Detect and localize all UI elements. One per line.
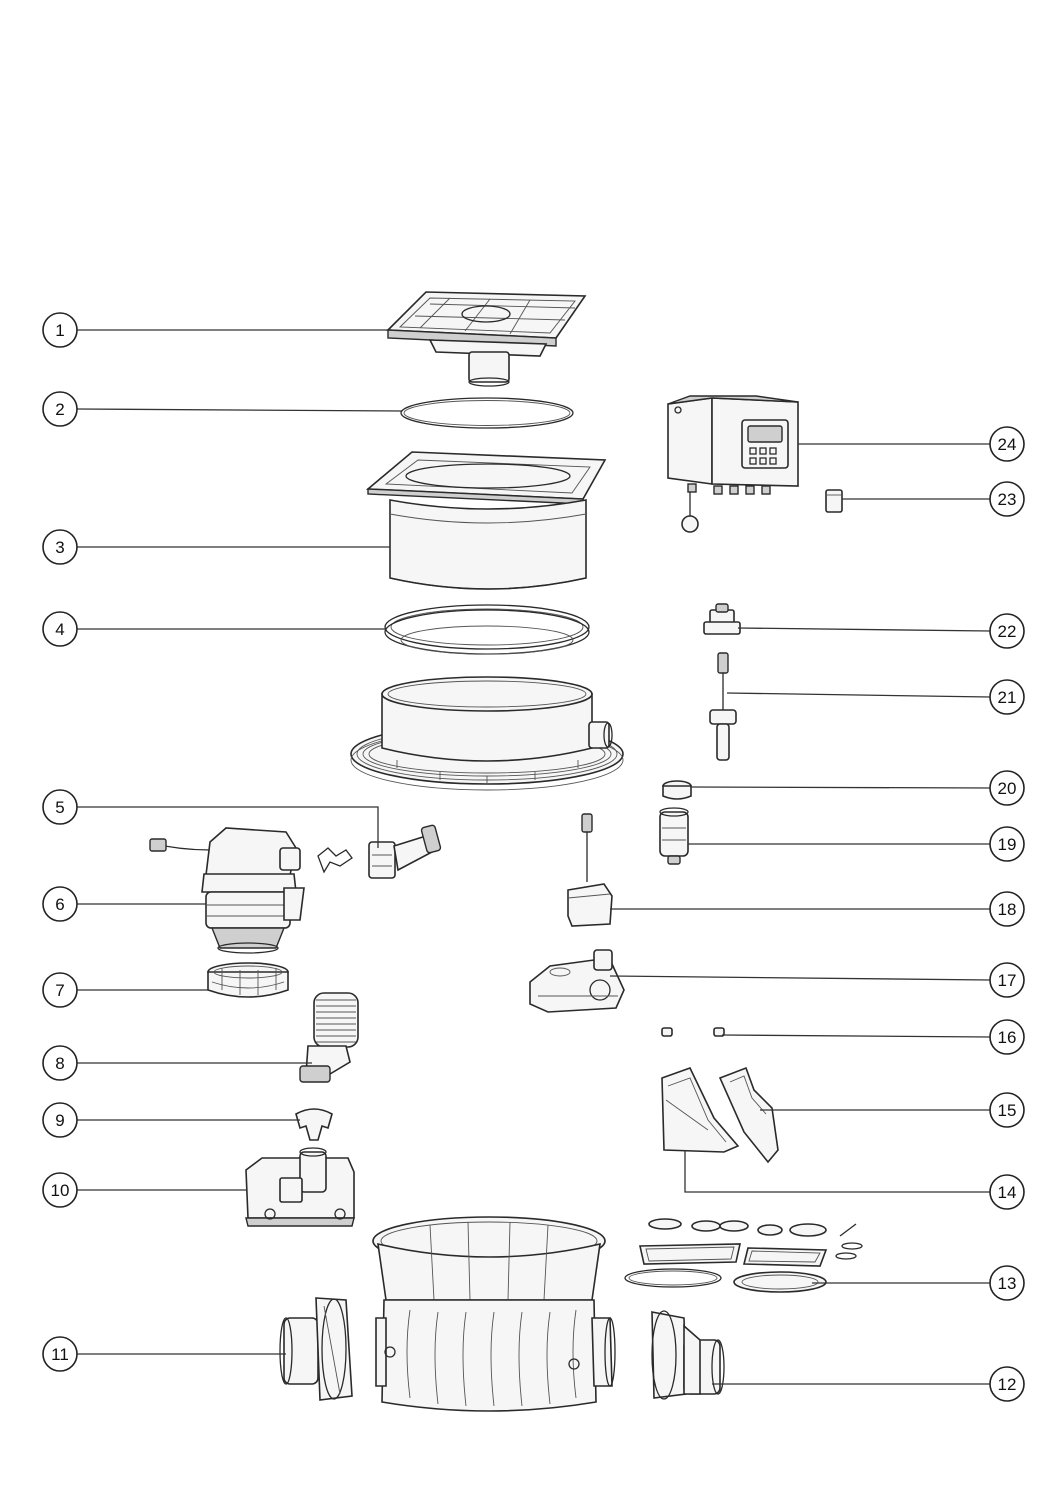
part-inlet-pipe-right: [651, 1310, 725, 1400]
part-flap-housing: [661, 1067, 740, 1153]
part-level-sensor: [567, 813, 613, 927]
svg-text:13: 13: [998, 1274, 1017, 1293]
svg-text:5: 5: [55, 798, 64, 817]
callout-2: 2: [42, 391, 78, 427]
svg-text:10: 10: [51, 1181, 70, 1200]
part-main-tank: [372, 1216, 616, 1412]
callout-17: 17: [989, 962, 1025, 998]
svg-text:6: 6: [55, 895, 64, 914]
callout-18: 18: [989, 891, 1025, 927]
callout-22: 22: [989, 613, 1025, 649]
callout-7: 7: [42, 972, 78, 1008]
svg-text:4: 4: [55, 620, 64, 639]
callout-12: 12: [989, 1366, 1025, 1402]
callout-13: 13: [989, 1265, 1025, 1301]
callout-20: 20: [989, 770, 1025, 806]
callout-23: 23: [989, 481, 1025, 517]
svg-text:17: 17: [998, 971, 1017, 990]
svg-text:14: 14: [998, 1183, 1017, 1202]
part-pump-unit: [149, 827, 305, 954]
svg-text:16: 16: [998, 1028, 1017, 1047]
part-impeller-housing: [207, 962, 289, 998]
callout-24: 24: [989, 426, 1025, 462]
callout-10: 10: [42, 1172, 78, 1208]
part-battery: [825, 489, 843, 513]
part-inlet-pipe-left: [279, 1297, 353, 1401]
svg-text:8: 8: [55, 1054, 64, 1073]
callout-21: 21: [989, 679, 1025, 715]
part-gasket-ring: [384, 604, 590, 655]
callout-1: 1: [42, 312, 78, 348]
svg-text:19: 19: [998, 835, 1017, 854]
svg-text:23: 23: [998, 490, 1017, 509]
callout-14: 14: [989, 1174, 1025, 1210]
callout-4: 4: [42, 611, 78, 647]
part-screws: [661, 1027, 725, 1037]
part-clip: [295, 1108, 333, 1141]
svg-text:12: 12: [998, 1375, 1017, 1394]
part-pressure-housing: [529, 949, 625, 1013]
callout-5: 5: [42, 789, 78, 825]
leader-lines: [76, 329, 991, 1385]
svg-text:11: 11: [51, 1345, 69, 1364]
callout-11: 11: [42, 1336, 78, 1372]
callout-6: 6: [42, 886, 78, 922]
callout-15: 15: [989, 1092, 1025, 1128]
part-frame-extension: [365, 451, 607, 590]
svg-text:22: 22: [998, 622, 1017, 641]
part-small-valve: [703, 603, 741, 635]
svg-text:2: 2: [55, 400, 64, 419]
svg-text:15: 15: [998, 1101, 1017, 1120]
svg-text:9: 9: [55, 1111, 64, 1130]
callout-19: 19: [989, 826, 1025, 862]
part-o-ring-large: [400, 397, 574, 429]
part-corrugated-hose: [299, 992, 359, 1083]
callout-8: 8: [42, 1045, 78, 1081]
callout-9: 9: [42, 1102, 78, 1138]
part-seal-set: [624, 1218, 863, 1293]
svg-text:7: 7: [55, 981, 64, 1000]
svg-text:20: 20: [998, 779, 1017, 798]
svg-text:3: 3: [55, 538, 64, 557]
part-filter-cartridge: [659, 807, 689, 865]
svg-text:24: 24: [998, 435, 1017, 454]
part-cover-grate: [386, 291, 587, 387]
part-flap: [718, 1066, 779, 1164]
part-base-housing: [245, 1147, 355, 1227]
svg-text:1: 1: [55, 321, 64, 340]
part-shaft-collar: [350, 676, 624, 791]
svg-text:18: 18: [998, 900, 1017, 919]
callout-3: 3: [42, 529, 78, 565]
part-sensor-probe: [709, 652, 737, 761]
svg-text:21: 21: [998, 688, 1017, 707]
part-cap: [662, 780, 692, 800]
part-discharge-elbow: [317, 824, 442, 879]
callout-16: 16: [989, 1019, 1025, 1055]
part-control-unit: [667, 395, 799, 533]
